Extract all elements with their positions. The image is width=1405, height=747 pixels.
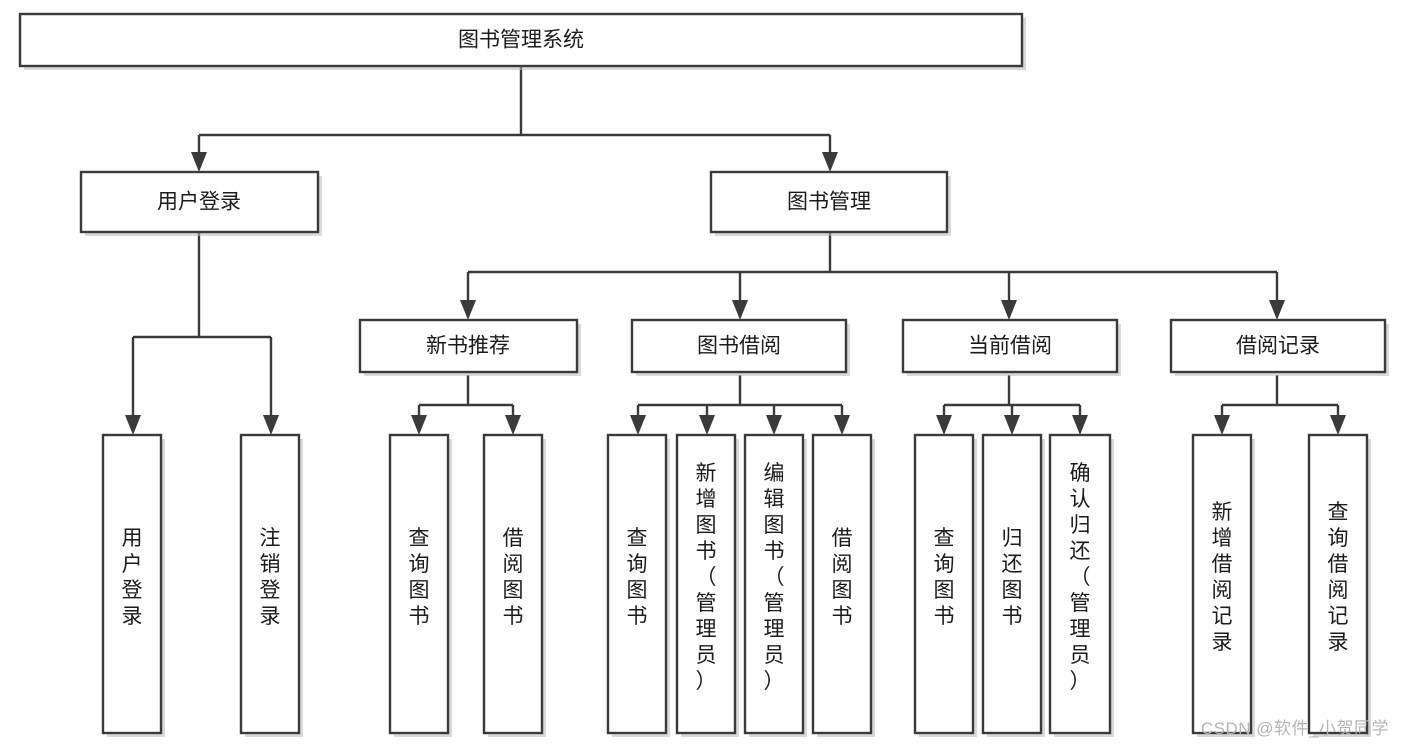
node-leaf-2[interactable]: 注销登录: [239, 433, 303, 737]
node-leaf-10-box[interactable]: [981, 433, 1043, 735]
arrowhead-leaf-11: [1072, 415, 1088, 435]
node-leaf-7-box[interactable]: [743, 433, 805, 735]
node-leaf-6-label: 新增图书（管理员）: [696, 462, 717, 693]
arrowhead-records: [1269, 300, 1285, 320]
node-root[interactable]: 图书管理系统: [18, 12, 1026, 70]
arrowhead-leaf-7: [766, 415, 782, 435]
node-bookmgmt[interactable]: 图书管理: [709, 170, 951, 236]
arrowhead-leaf-5: [630, 415, 646, 435]
node-login[interactable]: 用户登录: [79, 170, 322, 236]
node-leaf-3-label: 查询图书: [409, 527, 430, 628]
arrowhead-leaf-9: [936, 415, 952, 435]
node-leaf-5[interactable]: 查询图书: [606, 433, 670, 737]
node-leaf-13-label: 查询借阅记录: [1328, 501, 1349, 654]
node-login-box[interactable]: [79, 170, 320, 234]
arrowhead-newbook: [460, 300, 476, 320]
node-leaf-10-label: 归还图书: [1002, 527, 1023, 628]
node-leaf-6-box[interactable]: [675, 433, 737, 735]
node-newbook-label: 新书推荐: [426, 335, 510, 358]
node-leaf-13-box[interactable]: [1307, 433, 1369, 735]
node-leaf-4[interactable]: 借阅图书: [482, 433, 546, 737]
node-borrow-box[interactable]: [630, 318, 848, 374]
connector-group-current: [936, 375, 1088, 435]
node-leaf-7-label: 编辑图书（管理员）: [764, 462, 785, 693]
node-records-label: 借阅记录: [1236, 335, 1320, 358]
node-leaf-2-box[interactable]: [239, 433, 301, 735]
node-leaf-5-label: 查询图书: [627, 527, 648, 628]
node-leaf-3-box[interactable]: [388, 433, 450, 735]
node-leaf-10[interactable]: 归还图书: [981, 433, 1045, 737]
node-leaf-5-box[interactable]: [606, 433, 668, 735]
arrowhead-leaf-13: [1330, 415, 1346, 435]
node-newbook[interactable]: 新书推荐: [358, 318, 581, 376]
arrowhead-leaf-3: [411, 415, 427, 435]
node-current-label: 当前借阅: [968, 335, 1052, 358]
node-root-label: 图书管理系统: [458, 29, 584, 52]
node-leaf-4-box[interactable]: [482, 433, 544, 735]
arrowhead-bookmgmt: [822, 152, 838, 172]
node-leaf-9[interactable]: 查询图书: [913, 433, 977, 737]
node-leaf-12-label: 新增借阅记录: [1212, 501, 1233, 654]
node-current-box[interactable]: [901, 318, 1119, 374]
node-leaf-4-label: 借阅图书: [503, 527, 524, 628]
node-newbook-box[interactable]: [358, 318, 579, 374]
node-records-box[interactable]: [1169, 318, 1387, 374]
connector-group-borrow: [630, 375, 850, 435]
node-leaf-6[interactable]: 新增图书（管理员）: [675, 433, 739, 737]
arrowhead-leaf-1: [125, 415, 141, 435]
node-leaf-9-box[interactable]: [913, 433, 975, 735]
node-leaf-8-label: 借阅图书: [832, 527, 853, 628]
arrowhead-current: [1001, 300, 1017, 320]
node-borrow-label: 图书借阅: [697, 335, 781, 358]
node-leaf-7[interactable]: 编辑图书（管理员）: [743, 433, 807, 737]
arrowhead-borrow: [732, 300, 748, 320]
connector-group-newbook: [411, 375, 521, 435]
node-records[interactable]: 借阅记录: [1169, 318, 1389, 376]
node-leaf-8[interactable]: 借阅图书: [811, 433, 875, 737]
node-leaf-1-box[interactable]: [101, 433, 163, 735]
node-leaf-11-label: 确认归还（管理员）: [1070, 462, 1091, 693]
arrowhead-login: [191, 152, 207, 172]
connector-group-root: [191, 66, 838, 172]
node-leaf-1[interactable]: 用户登录: [101, 433, 165, 737]
arrowhead-leaf-4: [505, 415, 521, 435]
arrowhead-leaf-2: [263, 415, 279, 435]
node-login-label: 用户登录: [157, 191, 241, 214]
connector-group-bookmgmt: [460, 232, 1285, 320]
arrowhead-leaf-6: [699, 415, 715, 435]
node-bookmgmt-box[interactable]: [709, 170, 949, 234]
node-bookmgmt-label: 图书管理: [787, 191, 871, 214]
node-leaf-11[interactable]: 确认归还（管理员）: [1048, 433, 1114, 737]
node-leaf-9-label: 查询图书: [934, 527, 955, 628]
node-leaf-11-box[interactable]: [1048, 433, 1112, 735]
node-leaf-1-label: 用户登录: [122, 527, 143, 628]
node-current[interactable]: 当前借阅: [901, 318, 1121, 376]
connector-group-login: [125, 232, 279, 435]
node-leaf-12[interactable]: 新增借阅记录: [1191, 433, 1255, 737]
node-leaf-2-label: 注销登录: [260, 527, 281, 628]
csdn-watermark: CSDN @软件_小贺同学: [1200, 719, 1389, 738]
node-leaf-3[interactable]: 查询图书: [388, 433, 452, 737]
node-leaf-13[interactable]: 查询借阅记录: [1307, 433, 1371, 737]
node-leaf-8-box[interactable]: [811, 433, 873, 735]
arrowhead-leaf-10: [1004, 415, 1020, 435]
arrowhead-leaf-12: [1214, 415, 1230, 435]
node-borrow[interactable]: 图书借阅: [630, 318, 850, 376]
leaf-nodes: 用户登录 注销登录 查询图书 借阅图书 查询图书: [101, 433, 1371, 737]
node-leaf-12-box[interactable]: [1191, 433, 1253, 735]
connector-group-records: [1214, 375, 1346, 435]
arrowhead-leaf-8: [834, 415, 850, 435]
node-root-box[interactable]: [18, 12, 1024, 68]
